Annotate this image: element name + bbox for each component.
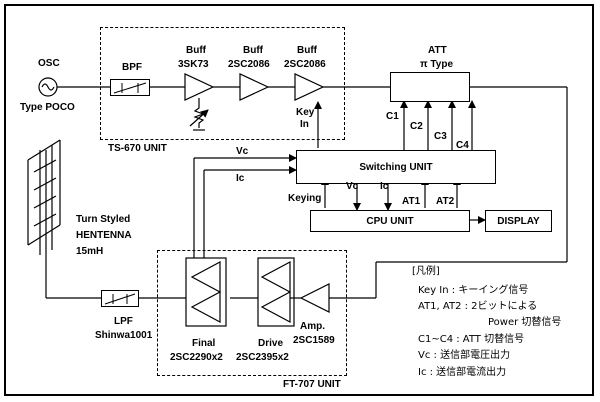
ic-left-label: Ic [236,173,245,184]
at2-label: AT2 [436,196,455,207]
c1-label: C1 [386,111,399,122]
att-type-label: π Type [420,59,454,70]
antenna-symbol [27,139,61,255]
antenna-label-3: 15mH [76,246,104,257]
buff2-triangle [239,73,270,101]
drive-triangle-2 [260,290,291,324]
display-box: DISPLAY [485,210,552,232]
vc-mid-label: Vc [346,181,359,192]
diagram-frame [4,4,594,396]
cpu-unit-label: CPU UNIT [366,215,414,227]
cpu-unit-box: CPU UNIT [310,210,470,232]
buff3-triangle [294,73,325,101]
ts670-unit-label: TS-670 UNIT [108,143,167,154]
lpf-box [101,290,139,307]
final-label: Final [192,338,216,349]
final-triangle-2 [190,290,221,324]
legend-title: [凡例] [412,266,440,277]
buff1-label: Buff [186,45,206,56]
vc-left-label: Vc [236,146,249,157]
key-in-label-2: In [300,119,309,130]
ic-mid-label: Ic [380,181,389,192]
lpf-part-label: Shinwa1001 [95,330,153,341]
buff1-triangle [184,73,215,101]
c2-label: C2 [410,121,423,132]
legend-line-1: Key In : キーイング信号 [418,285,529,296]
bpf-box [110,79,150,96]
legend-line-3: Power 切替信号 [488,317,562,328]
legend-line-5: Vc : 送信部電圧出力 [418,350,511,361]
legend-line-6: Ic : 送信部電流出力 [418,367,507,378]
c4-label: C4 [456,140,469,151]
ft707-unit-label: FT-707 UNIT [283,379,341,390]
legend-line-4: C1~C4 : ATT 切替信号 [418,334,525,345]
lpf-label: LPF [114,316,133,327]
osc-type-label: Type POCO [20,102,75,113]
bpf-label: BPF [122,62,142,73]
final-triangle-1 [190,260,221,294]
key-in-label-1: Key [296,107,315,118]
drive-label: Drive [258,338,284,349]
buff3-label: Buff [297,45,317,56]
antenna-label-2: HENTENNA [76,230,132,241]
att-box [390,72,470,102]
att-label: ATT [428,45,447,56]
amp-part-label: 2SC1589 [293,335,335,346]
ts670-unit [100,27,345,140]
buff3-part-label: 2SC2086 [284,59,326,70]
at1-label: AT1 [402,196,421,207]
antenna-label-1: Turn Styled [76,214,131,225]
switching-unit-box: Switching UNIT [296,150,496,184]
osc-label: OSC [38,58,60,69]
amp-triangle [299,283,330,313]
buff2-part-label: 2SC2086 [228,59,270,70]
buff1-part-label: 3SK73 [178,59,209,70]
amp-label: Amp. [300,321,325,332]
switching-unit-label: Switching UNIT [359,161,433,173]
legend-line-2: AT1, AT2 : 2ビットによる [418,301,538,312]
buff2-label: Buff [243,45,263,56]
drive-part-label: 2SC2395x2 [236,352,289,363]
c3-label: C3 [434,131,447,142]
keying-label: Keying [288,193,322,204]
display-label: DISPLAY [497,215,540,227]
final-part-label: 2SC2290x2 [170,352,223,363]
drive-triangle-1 [260,260,291,294]
ft707-unit [157,250,347,376]
